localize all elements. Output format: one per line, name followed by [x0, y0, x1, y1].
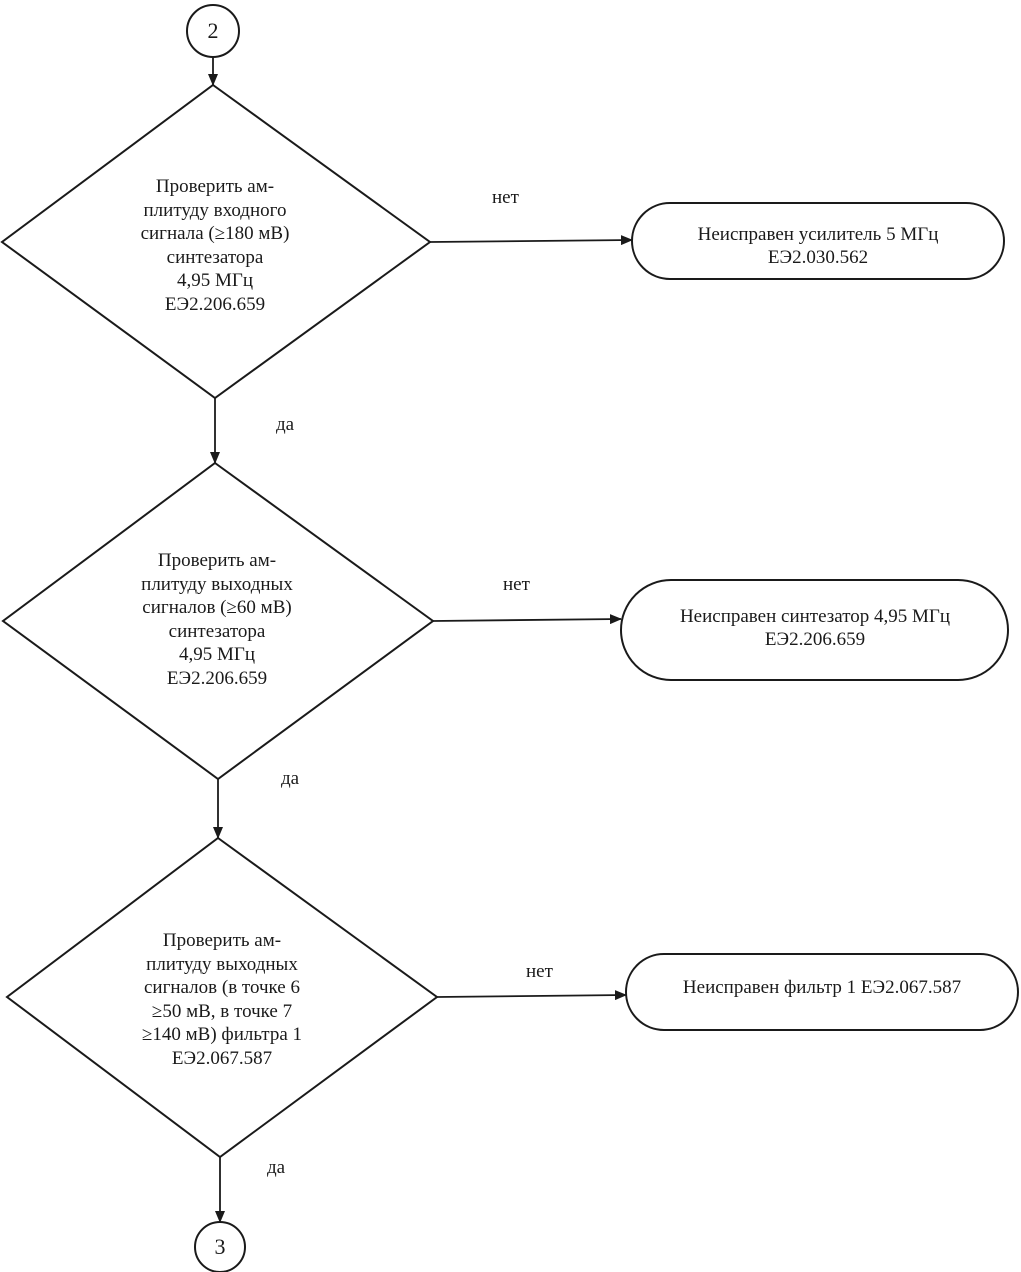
result-1-line-1: Неисправен усилитель 5 МГц	[697, 224, 939, 245]
decision-1-line-1: Проверить ам-	[155, 176, 275, 197]
arrow-decision-1-no	[429, 235, 633, 246]
result-1-line-2: ЕЭ2.030.562	[767, 247, 869, 263]
arrow-decision-3-no	[436, 990, 627, 1001]
decision-3-no-label: нет	[526, 961, 553, 982]
result-2-text: Неисправен синтезатор 4,95 МГц ЕЭ2.206.6…	[630, 605, 1000, 655]
decision-2-line-3: сигналов (≥60 мВ)	[142, 597, 292, 618]
result-2-line-1: Неисправен синтезатор 4,95 МГц	[679, 606, 951, 627]
end-connector-circle	[194, 1221, 246, 1272]
result-3-text: Неисправен фильтр 1 ЕЭ2.067.587	[636, 976, 1008, 1004]
decision-2-yes-label: да	[281, 768, 300, 789]
start-connector-label: 2	[207, 18, 219, 43]
decision-3-line-4: ≥50 мВ, в точке 7	[151, 1000, 293, 1022]
decision-1-line-6: ЕЭ2.206.659	[164, 293, 266, 315]
result-2-line-2: ЕЭ2.206.659	[764, 629, 866, 650]
decision-2-text: Проверить ам- плитуду выходных сигналов …	[102, 549, 332, 695]
decision-2-line-2: плитуду выходных	[141, 573, 293, 595]
decision-3-yes-label: да	[267, 1157, 286, 1178]
decision-1-line-3: сигнала (≥180 мВ)	[140, 223, 290, 244]
decision-1-no-label: нет	[492, 187, 519, 208]
decision-1-line-4: синтезатора	[166, 246, 264, 268]
decision-1-yes-label: да	[276, 414, 295, 435]
decision-3-line-6: ЕЭ2.067.587	[171, 1047, 273, 1069]
decision-3-line-3: сигналов (в точке 6	[144, 977, 300, 998]
decision-1-text: Проверить ам- плитуду входного сигнала (…	[100, 175, 330, 315]
decision-3-text: Проверить ам- плитуду выходных сигналов …	[107, 929, 337, 1069]
result-3-line-1: Неисправен фильтр 1 ЕЭ2.067.587	[682, 977, 962, 998]
decision-3-line-5: ≥140 мВ) фильтра 1	[141, 1024, 303, 1045]
decision-3-line-2: плитуду выходных	[146, 953, 298, 975]
decision-2-line-5: 4,95 МГц	[178, 644, 256, 665]
decision-2-no-label: нет	[503, 574, 530, 595]
result-1-box	[631, 202, 1005, 280]
decision-2-line-1: Проверить ам-	[157, 550, 277, 571]
decision-2-line-6: ЕЭ2.206.659	[166, 667, 268, 689]
decision-2-line-4: синтезатора	[168, 620, 266, 642]
decision-3-line-1: Проверить ам-	[162, 930, 282, 951]
end-connector-label: 3	[214, 1234, 226, 1259]
result-1-text: Неисправен усилитель 5 МГц ЕЭ2.030.562	[640, 223, 996, 263]
decision-1-line-5: 4,95 МГц	[176, 270, 254, 291]
result-3-box	[625, 953, 1019, 1031]
decision-1-line-2: плитуду входного	[143, 199, 287, 221]
result-2-box	[620, 579, 1009, 681]
arrow-decision-2-no	[432, 614, 622, 625]
